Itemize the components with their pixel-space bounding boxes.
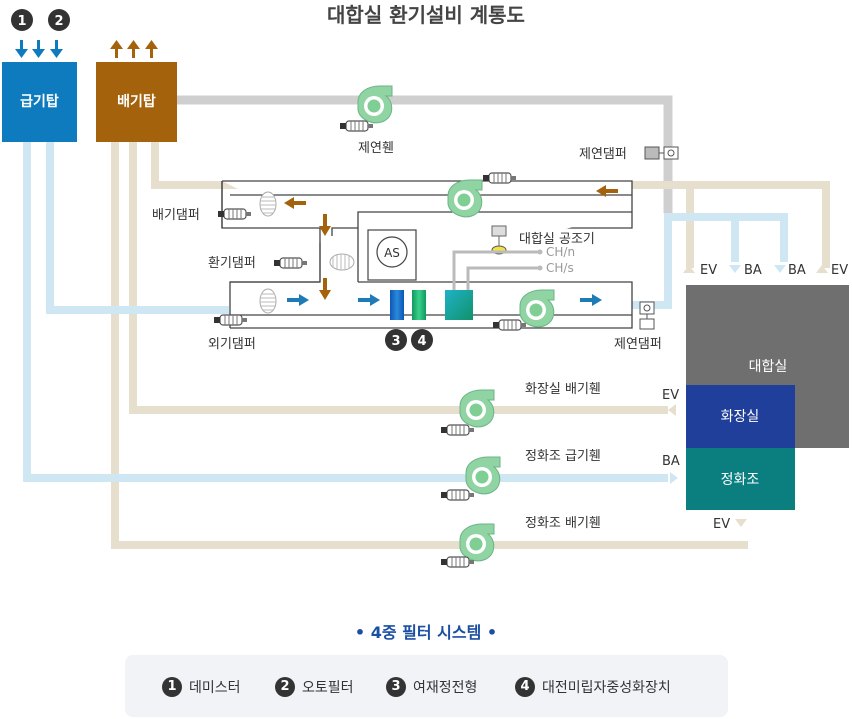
ventilation-damper-coil	[329, 253, 355, 271]
svg-text:4: 4	[417, 334, 426, 349]
smoke-fan-label: 제연휀	[358, 141, 394, 156]
supply-ducts	[23, 142, 788, 482]
sewage-exhaust-fan-motor	[440, 556, 475, 568]
ch-s-label: CH/s	[546, 261, 574, 275]
badge-2-top: 2	[48, 9, 70, 31]
toilet-fan	[459, 389, 495, 428]
legend-label-2: 오토필터	[302, 680, 354, 696]
smoke-fan-motor	[339, 120, 374, 132]
badge-1-top: 1	[11, 9, 33, 31]
svg-text:1: 1	[17, 14, 26, 29]
svg-text:EV: EV	[713, 517, 730, 532]
smoke-fan	[357, 85, 393, 124]
legend-badge-3: 3	[386, 677, 406, 697]
sewage-supply-fan-label: 정화조 급기휀	[525, 449, 601, 464]
svg-text:BA: BA	[788, 263, 806, 278]
svg-text:2: 2	[54, 14, 63, 29]
sewage-supply-fan	[465, 456, 501, 495]
legend-badge-2: 2	[275, 677, 295, 697]
smoke-damper-bottom-icon	[639, 301, 655, 330]
cooling-coil	[445, 290, 473, 320]
filter-3-blue	[390, 290, 404, 320]
sewage-exhaust-fan	[459, 523, 495, 562]
svg-text:AS: AS	[384, 246, 400, 260]
legend-label-4: 대전미립자중성화장치	[542, 680, 671, 696]
sewage-room: 정화조	[686, 448, 795, 510]
legend-label-1: 데미스터	[189, 680, 241, 696]
svg-text:정화조: 정화조	[721, 472, 760, 488]
outlet-ev-2: EV	[816, 263, 848, 278]
svg-text:화장실: 화장실	[721, 409, 760, 425]
legend-item-4: 4 대전미립자중성화장치	[515, 676, 671, 698]
toilet-ev-code: EV	[662, 388, 679, 416]
svg-text:EV: EV	[700, 263, 717, 278]
outlet-ba-2: BA	[774, 263, 806, 278]
exhaust-damper-label: 배기댐퍼	[152, 208, 200, 223]
sewage-supply-fan-motor	[440, 489, 475, 501]
ahu-label: 대합실 공조기	[519, 232, 595, 247]
smoke-damper-bottom-label: 제연댐퍼	[614, 337, 662, 352]
outdoor-damper-coil	[259, 288, 277, 314]
svg-text:BA: BA	[662, 454, 680, 469]
outlet-ba-1: BA	[729, 263, 762, 278]
filter-4-green	[412, 290, 426, 320]
supply-tower-label: 급기탑	[20, 94, 59, 110]
svg-text:EV: EV	[662, 388, 679, 403]
legend-badge-1: 1	[162, 677, 182, 697]
outdoor-damper-label: 외기댐퍼	[208, 337, 256, 352]
legend-item-3: 3 여재정전형	[386, 676, 477, 698]
ventilation-damper-label: 환기댐퍼	[208, 256, 256, 271]
outlet-ev-1: EV	[683, 263, 717, 278]
sewage-ev-code: EV	[713, 517, 747, 532]
return-flow-arrow	[284, 185, 618, 300]
legend-title: • 4중 필터 시스템 •	[354, 623, 498, 642]
toilet-fan-label: 화장실 배기휀	[525, 382, 601, 397]
exhaust-tower-label: 배기탑	[117, 94, 156, 110]
smoke-exhaust-duct	[177, 95, 673, 213]
legend-badge-4: 4	[515, 677, 535, 697]
return-fan	[447, 179, 483, 218]
exhaust-tower: 배기탑	[96, 62, 177, 142]
exhaust-damper-coil	[259, 191, 277, 217]
legend-label-3: 여재정전형	[413, 680, 478, 696]
supply-intake-arrows	[15, 40, 63, 58]
sewage-exhaust-fan-label: 정화조 배기휀	[525, 516, 601, 531]
supply-tower: 급기탑	[2, 62, 77, 142]
legend-item-1: 1 데미스터	[162, 676, 241, 698]
legend-item-2: 2 오토필터	[275, 676, 354, 698]
badge-4: 4	[411, 329, 433, 351]
supply-flow-arrow	[287, 294, 602, 306]
svg-text:대합실: 대합실	[749, 359, 788, 375]
toilet-fan-motor	[440, 424, 475, 436]
svg-text:EV: EV	[831, 263, 848, 278]
legend-box	[125, 655, 728, 717]
svg-text:3: 3	[391, 334, 400, 349]
smoke-damper-top-icon	[644, 146, 679, 160]
toilet-room: 화장실	[686, 385, 795, 448]
sewage-ba-code: BA	[662, 454, 680, 484]
exhaust-outlet-arrows	[110, 40, 158, 58]
chilled-water-lines	[452, 250, 540, 290]
diagram-title: 대합실 환기설비 계통도	[327, 3, 525, 27]
supply-fan	[519, 289, 555, 328]
badge-3: 3	[385, 329, 407, 351]
as-sensor: AS	[367, 229, 417, 281]
svg-text:BA: BA	[744, 263, 762, 278]
ch-n-label: CH/n	[546, 245, 575, 259]
outdoor-damper-motor	[213, 314, 248, 326]
smoke-damper-top-label: 제연댐퍼	[579, 147, 627, 162]
